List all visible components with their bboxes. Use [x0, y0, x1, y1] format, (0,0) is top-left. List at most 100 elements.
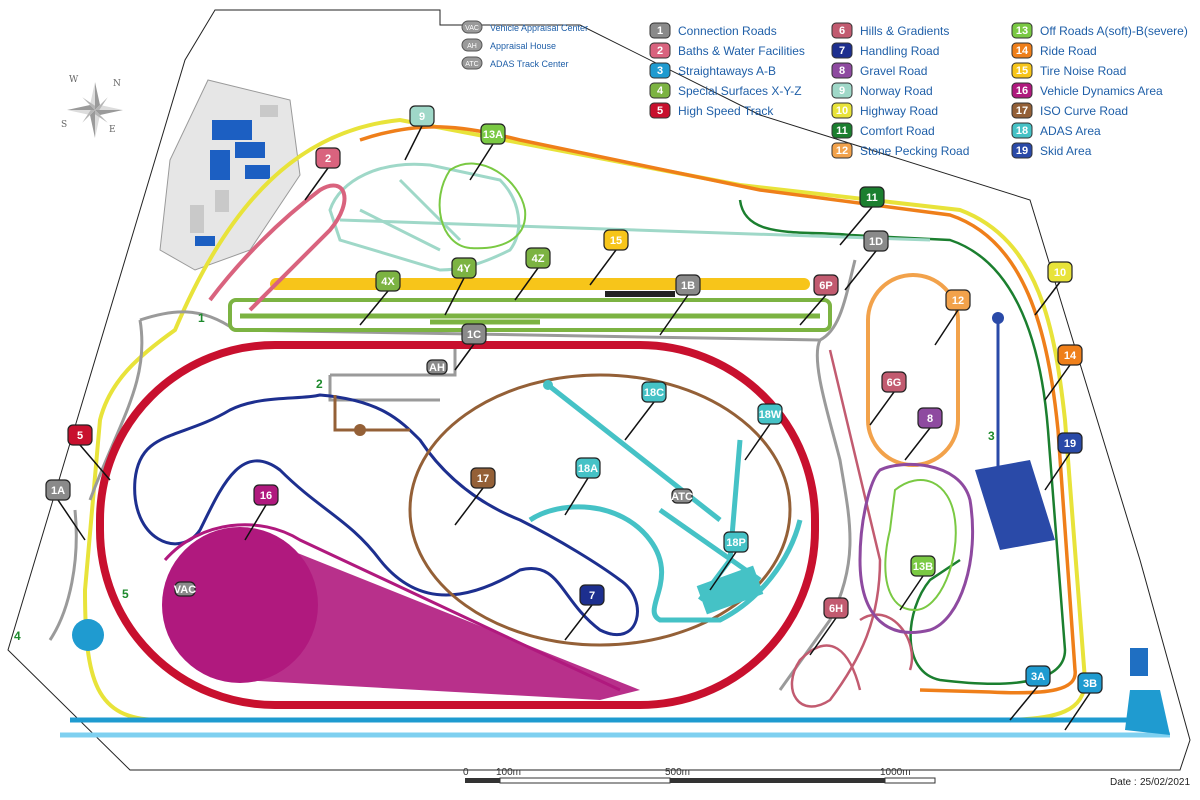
map-tag: 10	[1034, 261, 1073, 316]
map-tag: 12	[934, 289, 971, 346]
map-tag: 13B	[899, 555, 936, 611]
legend-small-label: ADAS Track Center	[490, 59, 569, 69]
map-tag-badge	[881, 371, 907, 393]
straightaway-west-loop	[72, 619, 104, 651]
legend-label: Special Surfaces X-Y-Z	[678, 84, 802, 98]
legend-small-code: VAC	[465, 25, 479, 32]
adas-pad	[696, 565, 764, 615]
map-tag-label: 6H	[829, 603, 843, 615]
tire-noise-road-15	[270, 278, 810, 290]
plain-label: 2	[316, 377, 323, 391]
scale-bar: 0 100m 500m 1000m	[463, 767, 936, 784]
legend-label: Norway Road	[860, 84, 933, 98]
hills-gradients-6	[790, 349, 914, 708]
comfort-road-11	[738, 199, 1067, 685]
legend-number: 8	[839, 65, 845, 77]
legend-label: Gravel Road	[860, 64, 927, 78]
scale-tick-0: 0	[463, 767, 469, 778]
legend-number: 19	[1016, 145, 1028, 157]
legend-number: 6	[839, 25, 845, 37]
map-tag-label: 9	[419, 111, 425, 123]
map-tag-pointer	[709, 551, 737, 591]
map-tag-badge	[426, 359, 448, 375]
map-tag: 4Z	[514, 247, 551, 301]
map-tag-pointer	[624, 401, 655, 441]
map-tag-pointer	[839, 206, 873, 246]
norway-road-long	[339, 218, 931, 242]
map-tag-badge	[45, 479, 71, 501]
legend-label: Vehicle Dynamics Area	[1040, 84, 1163, 98]
legend-number: 14	[1016, 45, 1029, 57]
legend-number: 11	[836, 125, 848, 137]
plain-label: 3	[988, 429, 995, 443]
legend-number: 1	[657, 25, 663, 37]
map-tag: 18C	[624, 381, 667, 441]
legend-swatch	[1011, 142, 1033, 159]
map-tag-label: 19	[1064, 438, 1076, 450]
legend-item: 4 Special Surfaces X-Y-Z	[649, 82, 802, 99]
map-tag-label: 2	[325, 153, 331, 165]
map-tag-badge	[315, 147, 341, 169]
map-tag-badge	[461, 323, 487, 345]
map-tag-pointer	[659, 294, 689, 336]
legend-number: 15	[1016, 65, 1028, 77]
map-tag-badge	[603, 229, 629, 251]
map-tag: 3B	[1064, 672, 1103, 731]
map-tag-label: 1B	[681, 280, 695, 292]
legend-number: 13	[1016, 25, 1028, 37]
legend-swatch	[831, 122, 853, 139]
map-tag-pointer	[589, 249, 617, 286]
map-tag-pointer	[454, 487, 484, 526]
map-tag-badge	[67, 424, 93, 446]
map-tag-badge	[1057, 344, 1083, 366]
map-tag: ATC	[671, 488, 693, 504]
compass-e: E	[109, 125, 116, 135]
map-tag-badge	[174, 581, 196, 597]
map-tag-badge	[575, 457, 601, 479]
map-tag-badge	[910, 555, 936, 577]
baths-water-2	[208, 183, 347, 312]
map-tag: 3A	[1009, 665, 1051, 721]
map-tag: 13A	[469, 123, 506, 181]
map-tag-badge	[451, 257, 477, 279]
legend-label: Off Roads A(soft)-B(severe)	[1040, 24, 1188, 38]
map-tag-label: 16	[260, 490, 272, 502]
map-tag-badge	[757, 403, 783, 425]
map-tag-pointer	[244, 504, 267, 541]
map-tag-pointer	[1044, 364, 1071, 401]
map-tag-badge	[375, 270, 401, 292]
map-tag-pointer	[564, 604, 593, 641]
legend-label: Stone Pecking Road	[860, 144, 969, 158]
legend-item: 13 Off Roads A(soft)-B(severe)	[1011, 22, 1188, 39]
legend-small-badge	[461, 20, 483, 34]
map-tag: 18P	[709, 531, 749, 591]
map-tag: 11	[839, 186, 885, 246]
map-tag: 1B	[659, 274, 701, 336]
map-tag-label: 4Z	[532, 253, 545, 265]
legend-swatch	[1011, 122, 1033, 139]
legend-swatch	[831, 102, 853, 119]
legend-number: 4	[657, 85, 664, 97]
off-road-13a	[438, 162, 527, 250]
map-tag-badge	[813, 274, 839, 296]
map-tag-pointer	[304, 167, 329, 201]
map-tag-badge	[253, 484, 279, 506]
iso-curve-connector	[333, 395, 410, 432]
map-tag-badge	[1047, 261, 1073, 283]
map-tag-label: 1A	[51, 485, 65, 497]
map-tag-pointer	[1064, 692, 1091, 731]
map-tag: 1C	[454, 323, 487, 371]
map-tag-label: 1D	[869, 236, 883, 248]
legend-number: 9	[839, 85, 845, 97]
off-road-13b	[884, 479, 957, 612]
map-tag-badge	[671, 488, 693, 504]
